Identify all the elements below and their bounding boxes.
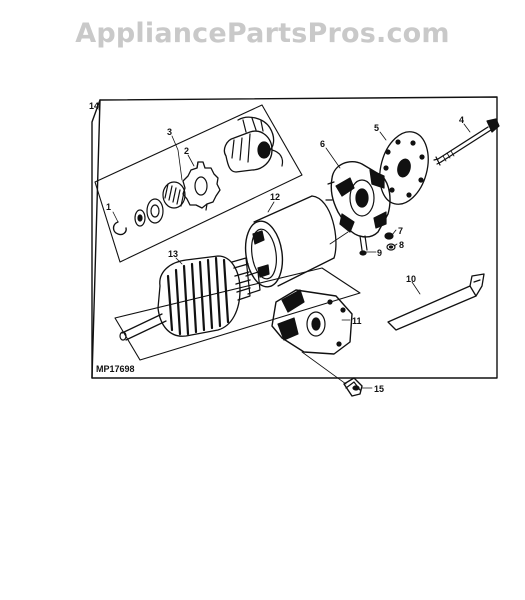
leader-lines — [98, 99, 471, 389]
callout-7: 7 — [398, 226, 403, 236]
callout-11: 11 — [352, 316, 362, 326]
callout-2: 2 — [184, 146, 189, 156]
field-frame-housing-part[interactable] — [242, 195, 337, 289]
callout-14: 14 — [89, 101, 99, 111]
callout-6: 6 — [320, 139, 325, 149]
diagram-code: MP17698 — [96, 364, 135, 374]
drive-assembly-box — [94, 104, 303, 263]
mounting-screw-part[interactable] — [343, 377, 363, 397]
callout-9: 9 — [377, 248, 382, 258]
armature-box — [114, 267, 361, 361]
callout-4: 4 — [459, 115, 464, 125]
callout-5: 5 — [374, 123, 379, 133]
callout-13: 13 — [168, 249, 178, 259]
callout-10: 10 — [406, 274, 416, 284]
brush-holder-part[interactable] — [325, 160, 391, 238]
retaining-ring-part[interactable] — [112, 221, 127, 236]
drive-end-housing-part[interactable] — [271, 289, 353, 355]
nut-part[interactable] — [384, 232, 394, 240]
drive-clutch-part[interactable] — [223, 116, 284, 173]
pinion-gear-part[interactable] — [182, 161, 221, 211]
frame-corner — [91, 99, 101, 379]
armature-part[interactable] — [119, 255, 261, 341]
mounting-bracket-part[interactable] — [387, 273, 485, 331]
callout-12: 12 — [270, 192, 280, 202]
callout-8: 8 — [399, 240, 404, 250]
stop-collar-part[interactable] — [134, 198, 164, 227]
washer-part[interactable] — [386, 243, 396, 251]
terminal-insulator-part[interactable] — [359, 235, 368, 256]
site-watermark: AppliancePartsPros.com — [75, 18, 450, 49]
callout-15: 15 — [374, 384, 384, 394]
diagram-frame — [91, 96, 498, 379]
through-bolt-part[interactable] — [433, 118, 500, 166]
callout-3: 3 — [167, 127, 172, 137]
end-plate-part[interactable] — [372, 126, 436, 209]
drive-spring-part[interactable] — [162, 181, 186, 209]
callout-1: 1 — [106, 202, 111, 212]
